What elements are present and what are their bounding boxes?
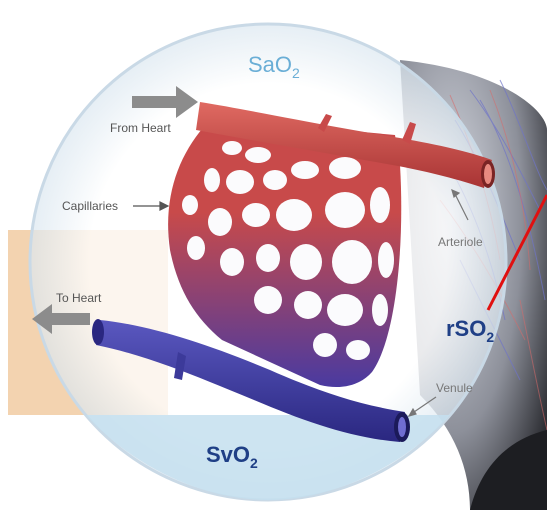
arteriole-label: Arteriole (438, 235, 483, 249)
capillaries-label: Capillaries (62, 199, 118, 213)
from-heart-label: From Heart (110, 121, 171, 135)
to-heart-label: To Heart (56, 291, 102, 305)
venule-label: Venule (436, 381, 473, 395)
